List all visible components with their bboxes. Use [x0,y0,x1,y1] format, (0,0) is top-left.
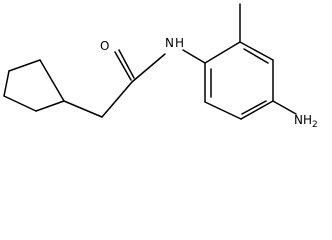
carbonyl-double-bond [114,51,132,81]
aromatic-inner-bond [243,48,269,64]
chain-bond [63,100,103,118]
carbonyl-double-bond [118,49,135,79]
amine-bond [272,100,297,115]
aromatic-bond [239,41,274,61]
amine-subscript-label: 2 [312,120,318,130]
chain-bond [101,81,133,118]
carbonyl-group [114,49,135,81]
ring-bond [8,59,41,72]
nitrogen-atom-label: N [165,36,174,50]
aromatic-bond [204,101,242,120]
n-aryl-bond [182,49,206,64]
benzene-ring [204,41,274,120]
amine-group-label: NH [294,113,312,127]
ring-bond [3,70,10,97]
hydrogen-atom-label: H [175,36,184,50]
alkyl-chain [63,53,166,118]
ring-bond [39,59,65,102]
ring-bond [35,100,65,112]
chain-bond [131,53,166,83]
amine-atom-label: NH2 [294,113,318,130]
aromatic-inner-bond [241,100,267,115]
aromatic-bond [240,100,274,120]
ring-bond [3,95,37,112]
cyclopentane-ring [3,59,65,112]
chemical-structure: O N H NH2 [3,3,318,130]
aromatic-bond [204,41,241,64]
oxygen-atom-label: O [100,39,109,53]
